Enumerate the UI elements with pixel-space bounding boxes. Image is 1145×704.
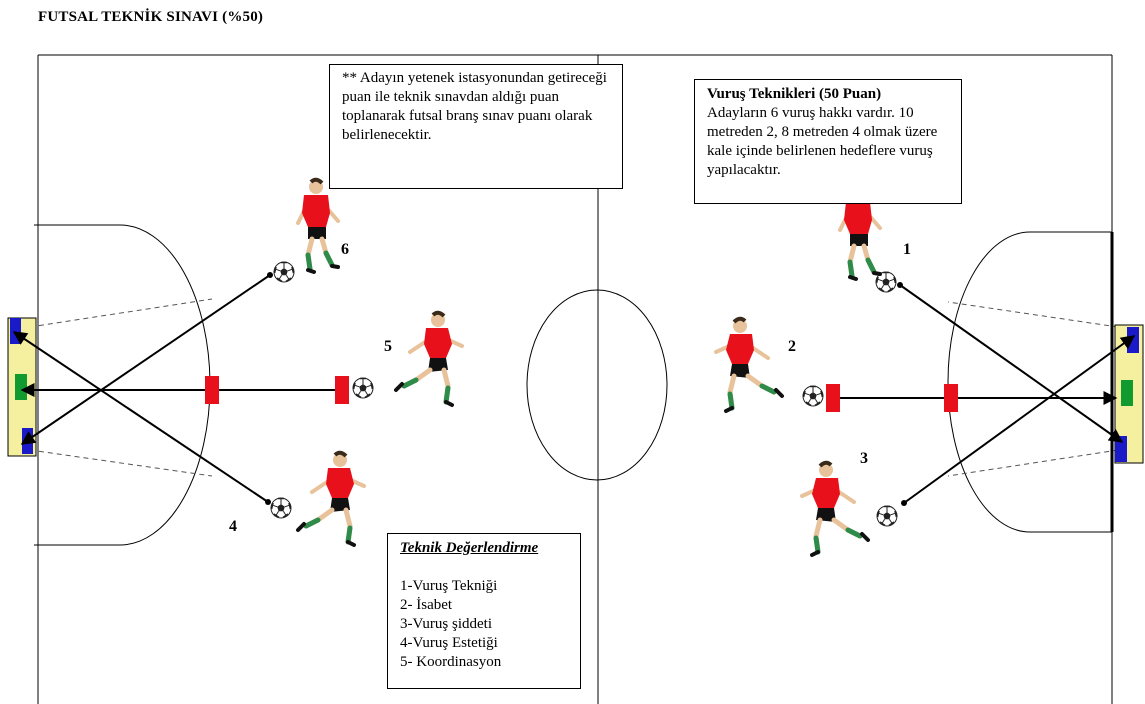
left-goal-target-top (10, 318, 21, 344)
shot-techniques-box: Vuruş Teknikleri (50 Puan) Adayların 6 v… (694, 79, 962, 204)
player-number-6: 6 (341, 241, 349, 258)
player-number-4: 4 (229, 518, 237, 535)
right-goal-target-bottom (1115, 436, 1127, 462)
evaluation-item: 5- Koordinasyon (400, 654, 502, 670)
player-number-5: 5 (384, 338, 392, 355)
shot-techniques-text: Adayların 6 vuruş hakkı vardır. 10 metre… (707, 105, 938, 178)
technical-evaluation-heading: Teknik Değerlendirme (400, 540, 539, 556)
note-text: ** Adayın yetenek istasyonundan getirece… (342, 70, 607, 143)
player-5 (396, 313, 462, 405)
player-3 (802, 463, 868, 555)
player-6 (298, 180, 338, 272)
player-2 (716, 319, 782, 411)
left-goal (7, 317, 37, 457)
shot-techniques-heading: Vuruş Teknikleri (50 Puan) (707, 86, 882, 102)
right-goal-target-center (1121, 380, 1133, 406)
evaluation-item: 3-Vuruş şiddeti (400, 616, 493, 632)
player-number-1: 1 (903, 241, 911, 258)
target-guide-lines (29, 298, 1119, 477)
evaluation-item: 4-Vuruş Estetiği (400, 635, 498, 651)
left-goal-target-center (15, 374, 27, 400)
technical-evaluation-box: Teknik Değerlendirme 1-Vuruş Tekniği 2- … (387, 533, 581, 689)
shot-paths (12, 274, 1136, 504)
note-box: ** Adayın yetenek istasyonundan getirece… (329, 64, 623, 189)
player-4 (298, 453, 364, 545)
page-title: FUTSAL TEKNİK SINAVI (%50) (38, 9, 264, 25)
distance-markers (205, 376, 958, 412)
player-number-2: 2 (788, 338, 796, 355)
evaluation-item: 2- İsabet (400, 597, 453, 613)
player-number-3: 3 (860, 450, 868, 467)
evaluation-item: 1-Vuruş Tekniği (400, 578, 498, 594)
